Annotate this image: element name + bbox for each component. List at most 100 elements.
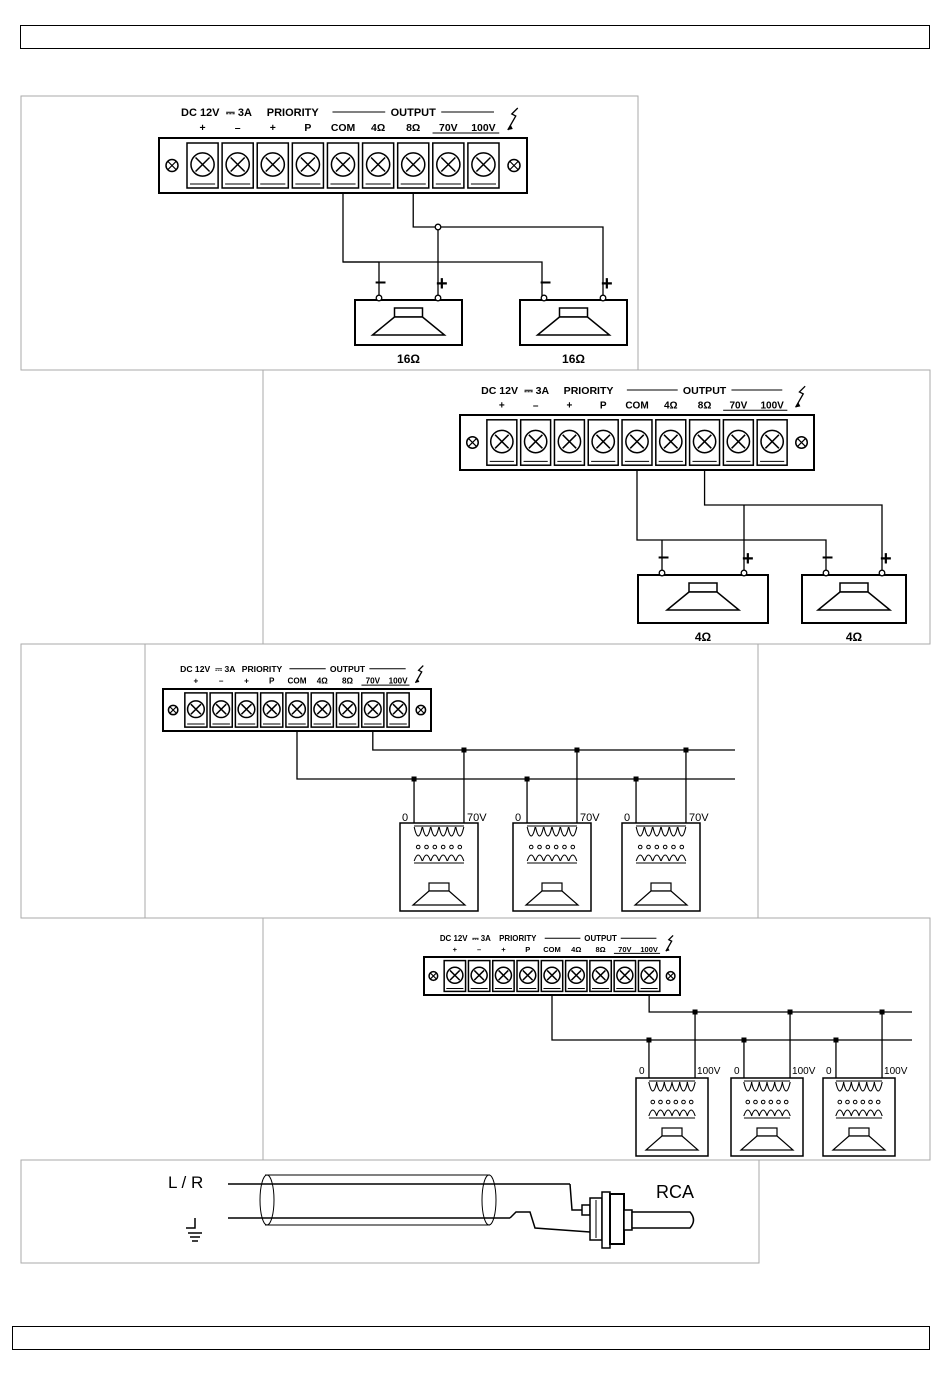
tap-zero-label: 0 (734, 1066, 740, 1077)
tap-voltage-label: 70V (689, 812, 709, 824)
current-label: ⎓ 3A (215, 664, 235, 674)
terminal-screw-icon (554, 420, 584, 465)
power-label: DC 12V (181, 107, 220, 119)
terminal-screw-icon (487, 420, 517, 465)
tap-zero-label: 0 (624, 812, 630, 824)
terminal-screw-icon (444, 961, 465, 992)
current-label: ⎓ 3A (226, 107, 252, 119)
output-label: OUTPUT (330, 664, 366, 674)
terminal-strip (159, 138, 527, 193)
speaker-impedance-label: 16Ω (562, 352, 585, 366)
terminal-screw-icon (362, 693, 384, 727)
terminal-label: 100V (760, 400, 784, 411)
terminal-label: COM (543, 945, 561, 954)
tap-voltage-label: 70V (467, 812, 487, 824)
transformer-speaker (731, 1078, 803, 1156)
terminal-screw-icon (757, 420, 787, 465)
terminal-label: COM (288, 677, 307, 686)
tap-zero-label: 0 (515, 812, 521, 824)
terminal-screw-icon (210, 693, 232, 727)
terminal-label: 4Ω (371, 123, 385, 134)
terminal-screw-icon (398, 143, 429, 188)
terminal-label: + (453, 945, 458, 954)
mount-screw-icon (166, 160, 178, 172)
terminal-label: 4Ω (664, 400, 678, 411)
mount-screw-icon (429, 972, 438, 981)
terminal-strip (460, 415, 814, 470)
terminal-label: + (244, 677, 249, 686)
terminal-label: 70V (366, 677, 381, 686)
terminal-screw-icon (387, 693, 409, 727)
terminal-label: + (501, 945, 506, 954)
output-label: OUTPUT (683, 385, 727, 397)
terminal-label: 100V (471, 123, 495, 134)
terminal-screw-icon (235, 693, 257, 727)
mount-screw-icon (508, 160, 520, 172)
signal-label: L / R (168, 1173, 203, 1192)
terminal-label: – (235, 123, 241, 134)
terminal-screw-icon (222, 143, 253, 188)
power-label: DC 12V (481, 385, 518, 397)
ground-icon (186, 1218, 202, 1241)
terminal-screw-icon (590, 961, 611, 992)
tap-voltage-label: 100V (792, 1066, 816, 1077)
minus-sign: – (822, 546, 833, 568)
terminal-label: P (269, 677, 275, 686)
terminal-screw-icon (723, 420, 753, 465)
terminal-label: + (194, 677, 199, 686)
terminal-label: COM (331, 123, 355, 134)
terminal-screw-icon (541, 961, 562, 992)
terminal-label: 4Ω (317, 677, 329, 686)
output-label: OUTPUT (584, 934, 617, 943)
lightning-icon (508, 108, 518, 130)
terminal-label: 8Ω (406, 123, 420, 134)
speaker: –+16Ω (520, 271, 627, 366)
rca-label: RCA (656, 1182, 694, 1202)
minus-sign: – (375, 271, 386, 293)
mount-screw-icon (168, 705, 177, 714)
terminal-screw-icon (336, 693, 358, 727)
speaker: –+16Ω (355, 271, 462, 366)
terminal-screw-icon (185, 693, 207, 727)
terminal-label: 70V (439, 123, 458, 134)
transformer-speaker (513, 823, 591, 911)
priority-label: PRIORITY (267, 107, 320, 119)
terminal-screw-icon (327, 143, 358, 188)
output-label: OUTPUT (391, 107, 437, 119)
terminal-screw-icon (656, 420, 686, 465)
terminal-screw-icon (311, 693, 333, 727)
terminal-label: P (304, 123, 311, 134)
tap-zero-label: 0 (402, 812, 408, 824)
priority-label: PRIORITY (499, 934, 537, 943)
terminal-screw-icon (468, 961, 489, 992)
terminal-screw-icon (261, 693, 283, 727)
terminal-screw-icon (614, 961, 635, 992)
speaker-impedance-label: 4Ω (846, 630, 863, 644)
terminal-screw-icon (187, 143, 218, 188)
terminal-screw-icon (286, 693, 308, 727)
terminal-screw-icon (588, 420, 618, 465)
terminal-label: 8Ω (698, 400, 712, 411)
terminal-screw-icon (433, 143, 464, 188)
speaker-impedance-label: 16Ω (397, 352, 420, 366)
terminal-label: 8Ω (342, 677, 354, 686)
priority-label: PRIORITY (242, 664, 283, 674)
diagram-70v-line: DC 12V ⎓ 3APRIORITYOUTPUT+–+PCOM4Ω8Ω70V1… (163, 664, 735, 911)
terminal-screw-icon (468, 143, 499, 188)
power-label: DC 12V (180, 664, 210, 674)
terminal-screw-icon (622, 420, 652, 465)
terminal-label: + (270, 123, 276, 134)
terminal-label: – (219, 677, 224, 686)
lightning-icon (415, 666, 423, 683)
terminal-label: + (200, 123, 206, 134)
tap-voltage-label: 100V (697, 1066, 721, 1077)
current-label: ⎓ 3A (472, 934, 491, 943)
terminal-screw-icon (292, 143, 323, 188)
terminal-label: + (499, 400, 505, 411)
terminal-strip (163, 689, 431, 731)
terminal-screw-icon (521, 420, 551, 465)
diagram-rca-cable: L / R RCA (168, 1173, 694, 1248)
